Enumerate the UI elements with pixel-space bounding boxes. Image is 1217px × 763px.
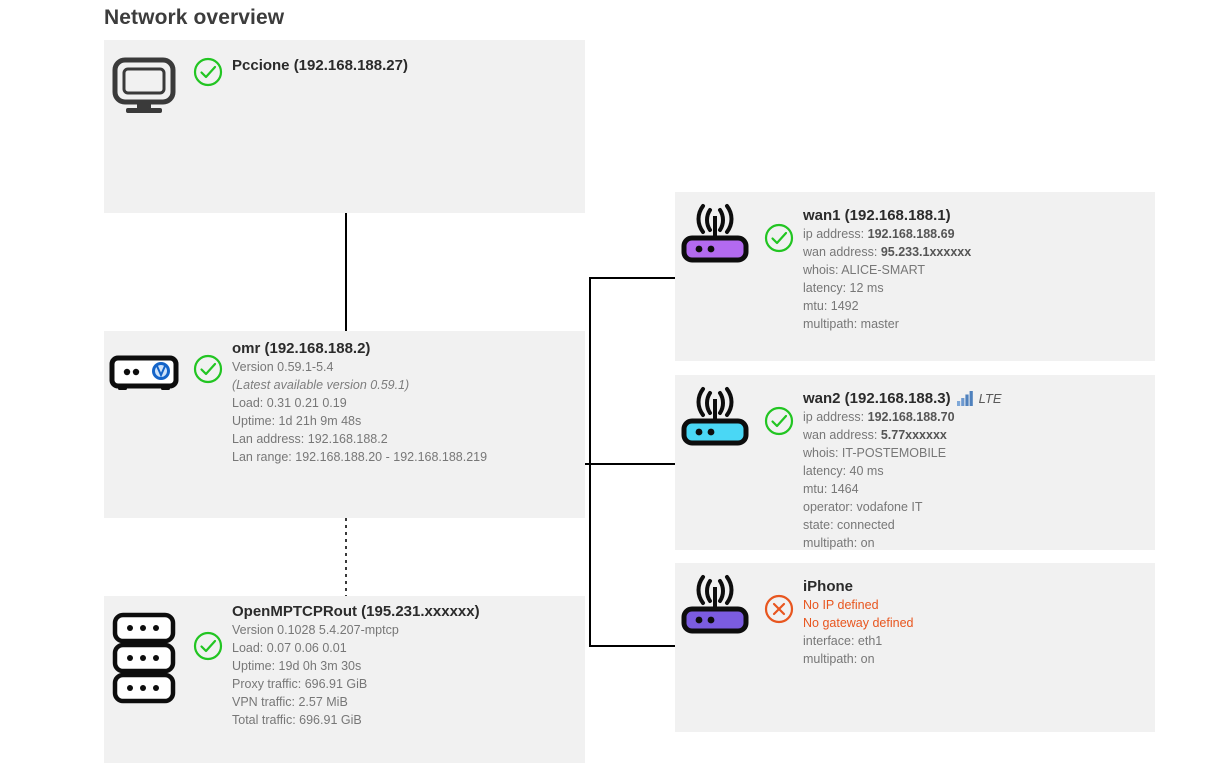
connector-branch-wan1 (589, 277, 677, 279)
node-detail-line: whois: IT-POSTEMOBILE (803, 446, 947, 460)
detail-value: 95.233.1xxxxxx (880, 245, 972, 259)
node-detail-line: (Latest available version 0.59.1) (232, 378, 410, 392)
node-detail-line: Lan range: 192.168.188.20 - 192.168.188.… (232, 450, 488, 464)
wifi-router-icon-wrap-wan1 (675, 202, 755, 264)
node-detail-line: Load: 0.07 0.06 0.01 (232, 641, 347, 655)
node-title-openmptcprout: OpenMPTCPRout (195.231.xxxxxx) (232, 602, 577, 621)
router-device-icon-wrap (104, 339, 184, 395)
connector-omr-openmptcprout (345, 518, 347, 596)
status-indicator-iphone (755, 573, 803, 625)
check-circle-icon (193, 57, 223, 87)
node-detail-line: operator: vodafone IT (803, 500, 923, 514)
x-circle-icon (764, 594, 794, 624)
page-title: Network overview (104, 6, 285, 29)
node-detail-line: multipath: on (803, 536, 875, 550)
node-title-text: wan2 (192.168.188.3) (803, 390, 951, 407)
connector-vertical-trunk (589, 277, 591, 647)
desktop-monitor-icon-wrap (104, 56, 184, 114)
node-card-pccione[interactable]: Pccione (192.168.188.27) (104, 40, 585, 213)
node-title-iphone: iPhone (803, 577, 1147, 596)
node-card-iphone[interactable]: iPhone No IP defined No gateway defined … (675, 563, 1155, 732)
node-title-text: iPhone (803, 578, 854, 595)
node-card-wan1[interactable]: wan1 (192.168.188.1) ip address: 192.168… (675, 192, 1155, 361)
status-indicator-openmptcprout (184, 602, 232, 662)
node-detail-line: wan address: 5.77xxxxxx (803, 426, 1147, 444)
node-detail-line: No gateway defined (803, 616, 914, 630)
node-card-omr[interactable]: omr (192.168.188.2) Version 0.59.1-5.4 (… (104, 331, 585, 518)
wifi-router-icon-wrap-wan2 (675, 385, 755, 447)
router-device-icon (109, 355, 179, 390)
node-detail-line: Version 0.1028 5.4.207-mptcp (232, 623, 399, 637)
detail-value: 5.77xxxxxx (880, 428, 947, 442)
node-text-pccione: Pccione (192.168.188.27) (232, 56, 585, 75)
wifi-router-icon (681, 575, 749, 634)
node-detail-line: Load: 0.31 0.21 0.19 (232, 396, 347, 410)
detail-label: ip address: (803, 227, 868, 241)
node-detail-line: mtu: 1492 (803, 299, 859, 313)
status-indicator-wan2 (755, 385, 803, 437)
node-detail-line: multipath: master (803, 317, 899, 331)
node-text-wan2: wan2 (192.168.188.3) LTE ip address: 192… (803, 385, 1155, 552)
node-title-text: wan1 (192.168.188.1) (803, 207, 951, 224)
check-circle-icon (193, 631, 223, 661)
wifi-router-icon (681, 204, 749, 263)
node-detail-line: Proxy traffic: 696.91 GiB (232, 677, 368, 691)
node-text-iphone: iPhone No IP defined No gateway defined … (803, 573, 1155, 668)
connector-branch-iphone (589, 645, 677, 647)
node-detail-line: Version 0.59.1-5.4 (232, 360, 334, 374)
node-card-openmptcprout[interactable]: OpenMPTCPRout (195.231.xxxxxx) Version 0… (104, 596, 585, 763)
status-indicator-pccione (184, 56, 232, 88)
node-detail-line: latency: 12 ms (803, 281, 884, 295)
node-detail-line: Uptime: 19d 0h 3m 30s (232, 659, 362, 673)
node-detail-line: latency: 40 ms (803, 464, 884, 478)
node-detail-line: interface: eth1 (803, 634, 883, 648)
status-indicator-omr (184, 339, 232, 385)
node-title-text: omr (192.168.188.2) (232, 340, 371, 357)
node-detail-line: wan address: 95.233.1xxxxxx (803, 243, 1147, 261)
node-detail-line: Uptime: 1d 21h 9m 48s (232, 414, 362, 428)
connector-pccione-omr (345, 213, 347, 331)
node-detail-line: No IP defined (803, 598, 879, 612)
detail-value: 192.168.188.70 (867, 410, 955, 424)
detail-value: 192.168.188.69 (867, 227, 955, 241)
node-title-pccione: Pccione (192.168.188.27) (232, 56, 577, 75)
server-rack-icon-wrap (104, 602, 184, 704)
node-detail-line: multipath: on (803, 652, 875, 666)
node-detail-line: Lan address: 192.168.188.2 (232, 432, 388, 446)
check-circle-icon (193, 354, 223, 384)
lte-badge: LTE (978, 391, 1002, 406)
node-text-wan1: wan1 (192.168.188.1) ip address: 192.168… (803, 202, 1155, 333)
node-detail-line: whois: ALICE-SMART (803, 263, 926, 277)
node-detail-line: state: connected (803, 518, 895, 532)
node-title-wan2: wan2 (192.168.188.3) LTE (803, 389, 1147, 408)
node-detail-line: mtu: 1464 (803, 482, 859, 496)
detail-label: ip address: (803, 410, 868, 424)
connector-branch-wan2 (589, 463, 677, 465)
node-title-omr: omr (192.168.188.2) (232, 339, 577, 358)
node-detail-line: ip address: 192.168.188.69 (803, 225, 1147, 243)
node-title-wan1: wan1 (192.168.188.1) (803, 206, 1147, 225)
wifi-router-icon-wrap-iphone (675, 573, 755, 635)
node-detail-line: Total traffic: 696.91 GiB (232, 713, 362, 727)
detail-label: wan address: (803, 428, 881, 442)
node-card-wan2[interactable]: wan2 (192.168.188.3) LTE ip address: 192… (675, 375, 1155, 550)
node-title-text: OpenMPTCPRout (195.231.xxxxxx) (232, 603, 480, 620)
node-text-openmptcprout: OpenMPTCPRout (195.231.xxxxxx) Version 0… (232, 602, 585, 729)
node-title-text: Pccione (192.168.188.27) (232, 57, 408, 74)
node-detail-line: ip address: 192.168.188.70 (803, 408, 1147, 426)
check-circle-icon (764, 223, 794, 253)
server-rack-icon (112, 612, 176, 704)
wifi-router-icon (681, 387, 749, 446)
node-text-omr: omr (192.168.188.2) Version 0.59.1-5.4 (… (232, 339, 585, 466)
detail-label: wan address: (803, 245, 881, 259)
signal-bars-icon (956, 391, 973, 406)
desktop-monitor-icon (112, 57, 176, 113)
check-circle-icon (764, 406, 794, 436)
status-indicator-wan1 (755, 202, 803, 254)
node-detail-line: VPN traffic: 2.57 MiB (232, 695, 348, 709)
